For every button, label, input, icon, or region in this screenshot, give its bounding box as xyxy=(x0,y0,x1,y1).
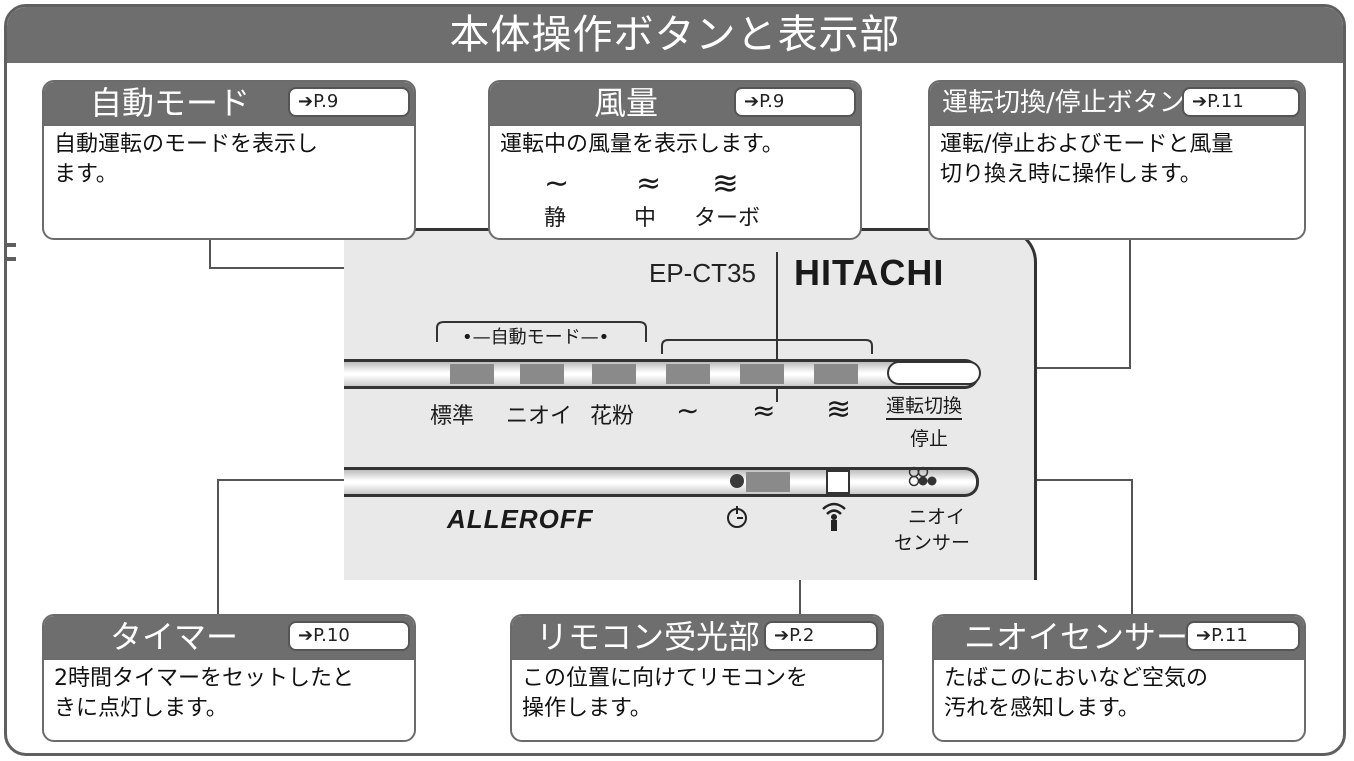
sensor-strip xyxy=(344,467,979,497)
mode-indicator-pollen xyxy=(592,364,636,384)
arrow-right-icon: ➔ xyxy=(298,625,314,646)
callout-header: ニオイセンサー ➔P.11 xyxy=(934,616,1304,660)
callout-header: リモコン受光部 ➔P.2 xyxy=(512,616,882,660)
brand-logo: HITACHI xyxy=(794,252,945,293)
fan-indicator-low xyxy=(666,364,710,384)
series-logo: ALLEROFF xyxy=(447,504,594,534)
fan-indicator-mid xyxy=(740,364,784,384)
callout-body: 運転/停止およびモードと風量 切り換え時に操作します。 xyxy=(940,132,1234,187)
callout-header: 自動モード ➔P.9 xyxy=(44,82,414,126)
callout-run-switch: 運転切換/停止ボタン ➔P.11 運転/停止およびモードと風量 切り換え時に操作… xyxy=(928,80,1306,240)
fan-symbol-mid: ≈ xyxy=(636,166,662,201)
callout-header: 風量 ➔P.9 xyxy=(490,82,860,126)
mode-indicator-standard xyxy=(450,364,494,384)
callout-title: リモコン受光部 xyxy=(536,618,761,656)
arrow-right-icon: ➔ xyxy=(1192,91,1208,112)
callout-remote-receiver: リモコン受光部 ➔P.2 この位置に向けてリモコンを 操作します。 xyxy=(510,614,884,742)
run-switch-button[interactable] xyxy=(887,361,981,385)
fan-symbol-low: ∼ xyxy=(544,166,570,201)
title-bar: 本体操作ボタンと表示部 xyxy=(7,7,1343,63)
arrow-right-icon: ➔ xyxy=(774,625,790,646)
signal-icon xyxy=(822,502,846,531)
callout-body: 運転中の風量を表示します。 xyxy=(500,132,784,157)
callout-title: 自動モード xyxy=(90,84,251,122)
callout-title: 風量 xyxy=(594,84,659,122)
mode-label-standard: 標準 xyxy=(430,404,475,429)
fan-symbol-low: ∼ xyxy=(676,394,700,427)
arrow-right-icon: ➔ xyxy=(1196,625,1212,646)
auto-mode-bracket-line xyxy=(436,321,647,342)
airflow-level-turbo: ターボ xyxy=(694,206,761,231)
fan-symbol-turbo: ≋ xyxy=(712,164,739,202)
callout-title: ニオイセンサー xyxy=(964,618,1189,656)
callout-header: タイマー ➔P.10 xyxy=(44,616,414,660)
timer-led xyxy=(730,474,744,488)
timer-indicator xyxy=(746,472,790,492)
fan-indicator-turbo xyxy=(814,364,858,384)
frame-notch xyxy=(7,257,16,261)
mode-indicator-odor xyxy=(520,364,564,384)
button-label-run: 運転切換 xyxy=(886,394,963,420)
callout-body: 2時間タイマーをセットしたと きに点灯します。 xyxy=(54,666,354,721)
callout-body: この位置に向けてリモコンを 操作します。 xyxy=(522,666,809,721)
sensor-icon xyxy=(908,466,937,487)
panel-divider xyxy=(776,252,778,402)
mode-label-pollen: 花粉 xyxy=(590,404,635,429)
frame-notch xyxy=(7,243,16,247)
airflow-bracket-line xyxy=(661,339,873,354)
fan-symbol-turbo: ≋ xyxy=(826,392,852,427)
callout-airflow: 風量 ➔P.9 運転中の風量を表示します。 ∼ ≈ ≋ 静 中 ターボ xyxy=(488,80,862,240)
airflow-level-quiet: 静 xyxy=(544,206,567,231)
page-reference[interactable]: ➔P.11 xyxy=(1186,621,1300,651)
callout-timer: タイマー ➔P.10 2時間タイマーをセットしたと きに点灯します。 xyxy=(42,614,416,742)
sensor-label-bottom: センサー xyxy=(894,532,971,554)
callout-body: 自動運転のモードを表示し ます。 xyxy=(54,132,319,187)
page-title: 本体操作ボタンと表示部 xyxy=(449,12,901,58)
page-reference[interactable]: ➔P.11 xyxy=(1182,87,1300,117)
page-reference[interactable]: ➔P.2 xyxy=(764,621,878,651)
clock-icon xyxy=(727,506,747,528)
callout-title: 運転切換/停止ボタン xyxy=(942,88,1185,118)
indicator-strip xyxy=(344,359,979,389)
callout-header: 運転切換/停止ボタン ➔P.11 xyxy=(930,82,1304,126)
page-reference[interactable]: ➔P.9 xyxy=(734,87,856,117)
airflow-level-medium: 中 xyxy=(634,206,657,231)
auto-mode-bracket-label: •—自動モード—• xyxy=(462,327,610,348)
fan-symbol-mid: ≈ xyxy=(752,394,776,427)
device-panel: EP-CT35 HITACHI •—自動モード—• 標準 ニオイ 花粉 ∼ ≈ … xyxy=(344,228,1044,580)
callout-title: タイマー xyxy=(110,618,239,656)
arrow-right-icon: ➔ xyxy=(298,91,314,112)
page-reference[interactable]: ➔P.9 xyxy=(288,87,410,117)
button-label-stop: 停止 xyxy=(910,428,949,450)
sensor-label-top: ニオイ xyxy=(908,506,966,528)
page-reference[interactable]: ➔P.10 xyxy=(288,621,410,651)
callout-auto-mode: 自動モード ➔P.9 自動運転のモードを表示し ます。 xyxy=(42,80,416,240)
model-number: EP-CT35 xyxy=(649,258,756,288)
callout-odor-sensor: ニオイセンサー ➔P.11 たばこのにおいなど空気の 汚れを感知します。 xyxy=(932,614,1306,742)
arrow-right-icon: ➔ xyxy=(744,91,760,112)
mode-label-odor: ニオイ xyxy=(506,404,573,429)
callout-body: たばこのにおいなど空気の 汚れを感知します。 xyxy=(944,666,1209,721)
remote-receiver-window xyxy=(826,470,850,494)
